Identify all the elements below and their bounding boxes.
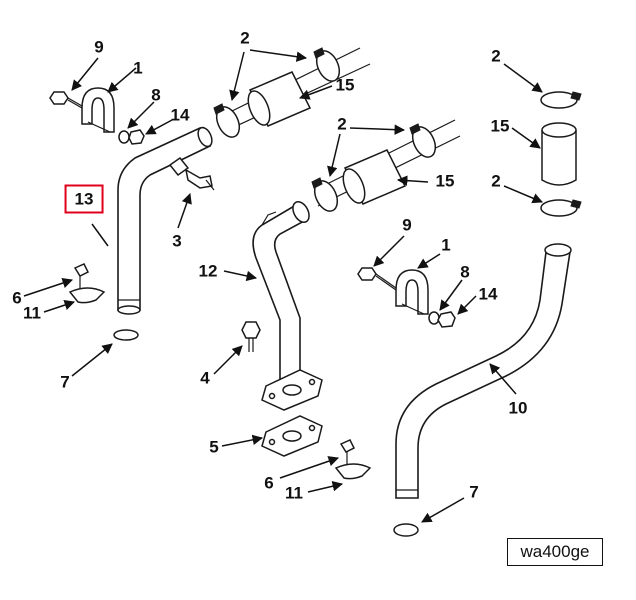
callout-7-right: 7 <box>469 482 479 502</box>
callout-11-left: 11 <box>23 303 41 323</box>
leader-lines <box>23 49 543 523</box>
callout-1-middle: 1 <box>441 235 451 255</box>
hose-15-right <box>541 122 577 186</box>
clamp-1-left <box>81 87 115 133</box>
callout-10: 10 <box>508 398 528 418</box>
callout-14-left: 14 <box>170 105 190 125</box>
callout-6-left: 6 <box>12 288 22 308</box>
pipe-12 <box>252 200 310 381</box>
callout-4: 4 <box>200 368 210 388</box>
callout-7-left: 7 <box>60 372 70 392</box>
callout-5: 5 <box>209 437 219 457</box>
clamp-2-right-top <box>540 91 582 109</box>
hose-15-top <box>247 71 312 127</box>
clamp-2-right-bottom <box>540 199 582 217</box>
bolt-4 <box>241 321 261 352</box>
figure-code-box: wa400ge <box>507 538 603 566</box>
clamp-2-middle-left <box>311 177 339 212</box>
callout-9-middle: 9 <box>402 215 412 235</box>
callout-8-left: 8 <box>151 85 161 105</box>
callout-8-middle: 8 <box>460 262 470 282</box>
washer-8-left <box>118 130 130 144</box>
callout-6-middle: 6 <box>264 473 274 493</box>
figure-code-label: wa400ge <box>520 542 590 561</box>
bracket-6-middle <box>334 439 372 480</box>
callout-15-top: 15 <box>335 75 355 95</box>
clamp-2-top-right <box>313 47 341 82</box>
clamp-2-middle-right <box>409 123 437 158</box>
callout-2-top: 2 <box>240 28 250 48</box>
nut-14-middle <box>437 311 456 328</box>
clamp-1-middle <box>395 269 429 315</box>
washer-8-middle <box>428 311 440 325</box>
callout-2-right-top: 2 <box>491 46 501 66</box>
pipe-10 <box>395 243 572 499</box>
callout-13-highlighted: 13 <box>64 184 104 214</box>
callout-3: 3 <box>172 231 182 251</box>
clamp-2-top-left <box>213 103 241 138</box>
callout-1-left: 1 <box>133 58 143 78</box>
callout-15-right: 15 <box>490 116 510 136</box>
callout-12: 12 <box>198 261 218 281</box>
flange-12 <box>261 369 323 411</box>
bolt-9-middle <box>357 267 397 291</box>
o-ring-7 <box>113 329 139 341</box>
nut-14-left <box>128 129 145 145</box>
bracket-6-left <box>68 263 106 304</box>
o-ring-7-right <box>393 523 419 537</box>
gasket-5 <box>261 415 323 457</box>
callout-9-left: 9 <box>94 37 104 57</box>
callout-11-middle: 11 <box>285 483 303 503</box>
sensor-3 <box>168 156 215 191</box>
bolt-9-left <box>49 91 83 109</box>
hose-15-middle <box>342 149 407 205</box>
callout-14-middle: 14 <box>478 284 498 304</box>
callout-2-right-bottom: 2 <box>491 171 501 191</box>
callout-15-middle: 15 <box>435 171 455 191</box>
callout-2-middle: 2 <box>337 114 347 134</box>
pipe-13 <box>117 126 213 315</box>
